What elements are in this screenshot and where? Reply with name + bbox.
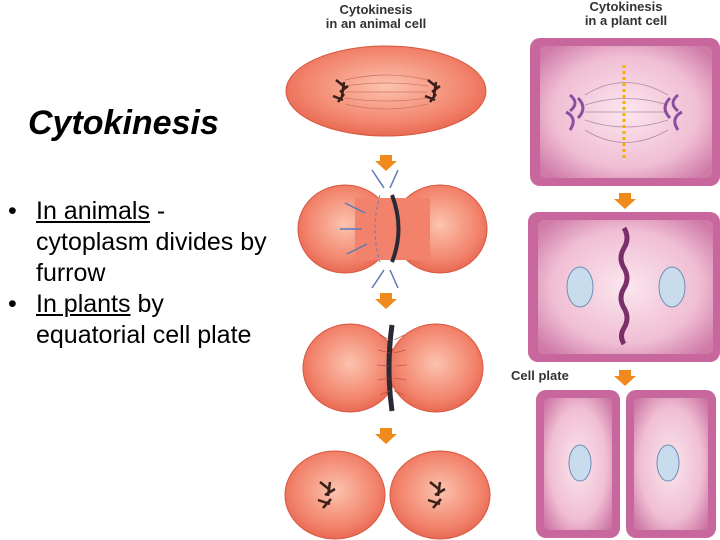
chromosome-cluster-right [663,93,683,131]
animal-stage-2 [297,169,488,289]
chromosome-cluster-left [565,93,585,131]
down-arrow-icon [375,428,397,444]
bullet-plants-text: by equatorial cell plate [36,290,252,349]
forming-cell-plate [618,226,630,346]
furrow-force-arrows [340,169,399,289]
cell-plate-label: Cell plate [511,368,569,383]
animal-stage-1 [285,45,487,137]
bullet-animals-keyword: In animals [36,197,150,225]
nucleus-right [658,266,686,308]
bullet-list: • In animals - cytoplasm divides by furr… [8,196,278,351]
plant-stage-1 [530,38,720,186]
animal-stage-3 [302,323,484,413]
down-arrow-icon [375,293,397,309]
animal-heading-line2: in an animal cell [325,16,427,31]
bullet-animals: • In animals - cytoplasm divides by furr… [8,196,278,289]
nucleus-left [568,444,592,482]
bullet-plants-keyword: In plants [36,290,131,318]
plant-heading-line1: Cytokinesis [589,0,663,14]
down-arrow-icon [375,155,397,171]
down-arrow-icon [614,193,636,209]
plant-stage-2 [528,212,720,362]
bullet-dot-icon: • [8,290,17,318]
bullet-plants: • In plants by equatorial cell plate [8,289,278,351]
nucleus-left [566,266,594,308]
chromosome-cluster-left [332,79,349,103]
chromosome-cluster-right [424,79,441,103]
animal-figure-heading: Cytokinesis in an animal cell [316,3,436,31]
animal-heading-line1: Cytokinesis [339,2,413,17]
animal-stage-4 [284,450,491,540]
plant-stage-3 [536,390,716,538]
down-arrow-icon [614,370,636,386]
chromosome-cluster-left [317,481,336,509]
plant-heading-line2: in a plant cell [584,13,668,28]
plant-figure-heading: Cytokinesis in a plant cell [566,0,686,28]
slide-title: Cytokinesis [28,104,219,142]
bullet-animals-text: - cytoplasm divides by furrow [36,197,267,287]
chromosome-cluster-right [427,481,446,509]
nucleus-right [656,444,680,482]
bullet-dot-icon: • [8,197,17,225]
